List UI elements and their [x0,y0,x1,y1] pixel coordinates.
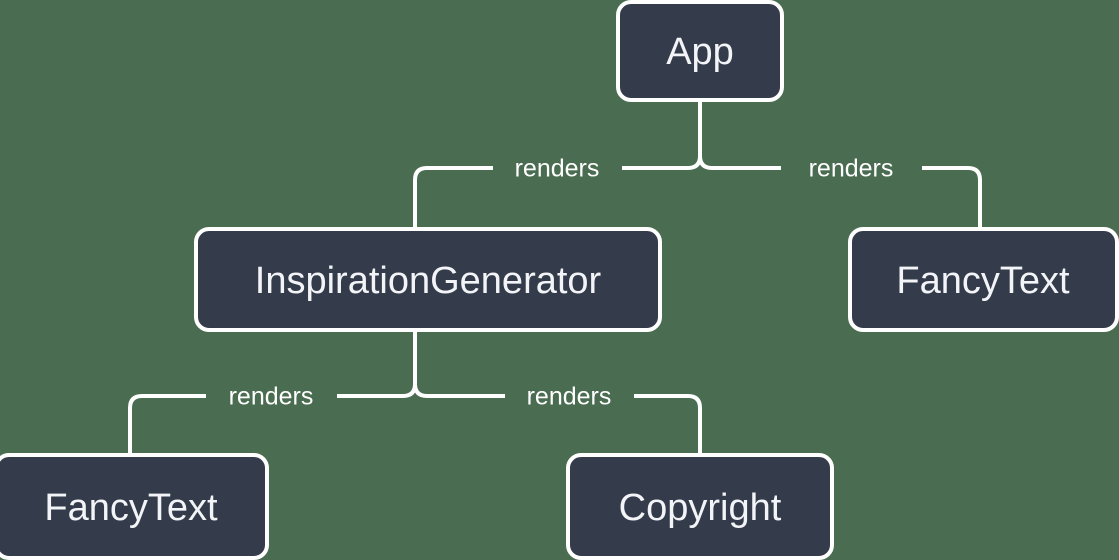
node-app[interactable]: App [616,0,784,102]
node-fancytext-right-label: FancyText [896,260,1070,302]
node-copyright-box[interactable] [566,453,834,560]
edge-line-app-inspirationgenerator-2 [413,166,493,229]
edge-app-to-children [687,100,713,170]
node-fancytext-bottom-label: FancyText [44,487,218,529]
node-inspiration-generator-label: InspirationGenerator [255,260,602,302]
node-app-label: App [666,31,734,73]
edge-line-ig-fancytext-2 [128,394,206,455]
edge-label-renders-2: renders [809,155,894,183]
node-inspiration-generator-box[interactable] [194,227,662,332]
node-fancytext-right[interactable]: FancyText [848,227,1119,332]
edge-label-renders-4: renders [527,383,612,411]
node-fancytext-bottom[interactable]: FancyText [0,453,269,560]
edge-line-ig-copyright-2 [634,394,702,455]
node-fancytext-right-box[interactable] [848,227,1119,332]
edge-label-renders-3: renders [229,383,314,411]
edge-app-to-fancytext-right: renders [712,155,982,229]
edge-inspirationgenerator-to-copyright: renders [427,383,702,455]
node-inspiration-generator[interactable]: InspirationGenerator [194,227,662,332]
node-fancytext-bottom-box[interactable] [0,453,269,560]
node-copyright-label: Copyright [619,487,782,529]
edge-app-to-inspiration-generator: renders [413,155,688,229]
edge-inspirationgenerator-to-fancytext-bottom: renders [128,383,403,455]
edge-app-stem-right [698,155,713,170]
node-app-box[interactable] [616,0,784,102]
node-copyright[interactable]: Copyright [566,453,834,560]
edge-inspirationgenerator-stem-right [413,383,428,398]
edge-label-renders-1: renders [515,155,600,183]
edge-line-app-fancytext-2 [922,166,982,229]
edge-inspirationgenerator-to-children [402,330,428,398]
